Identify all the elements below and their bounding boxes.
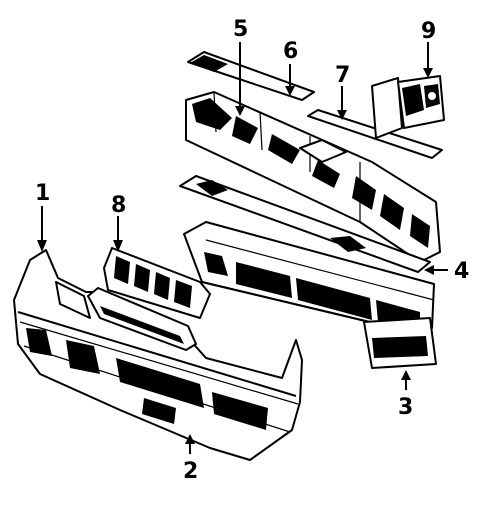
part-1-2-bumper-cover xyxy=(13,249,303,461)
callout-2: 2 xyxy=(183,459,198,484)
part-8-grille-insert xyxy=(103,247,211,319)
callout-9: 9 xyxy=(421,19,436,44)
callout-leaders xyxy=(37,42,448,454)
part-6-strip xyxy=(187,51,315,101)
callout-6: 6 xyxy=(283,39,298,64)
callout-7: 7 xyxy=(335,63,350,88)
callout-4: 4 xyxy=(454,259,469,284)
center-bar xyxy=(179,175,431,273)
callout-8: 8 xyxy=(111,193,126,218)
part-5-absorber xyxy=(185,91,441,263)
part-3-lower-piece xyxy=(363,317,437,369)
callout-5: 5 xyxy=(233,17,248,42)
part-9-bracket xyxy=(371,75,445,139)
callout-3: 3 xyxy=(398,395,413,420)
callout-1: 1 xyxy=(35,181,50,206)
